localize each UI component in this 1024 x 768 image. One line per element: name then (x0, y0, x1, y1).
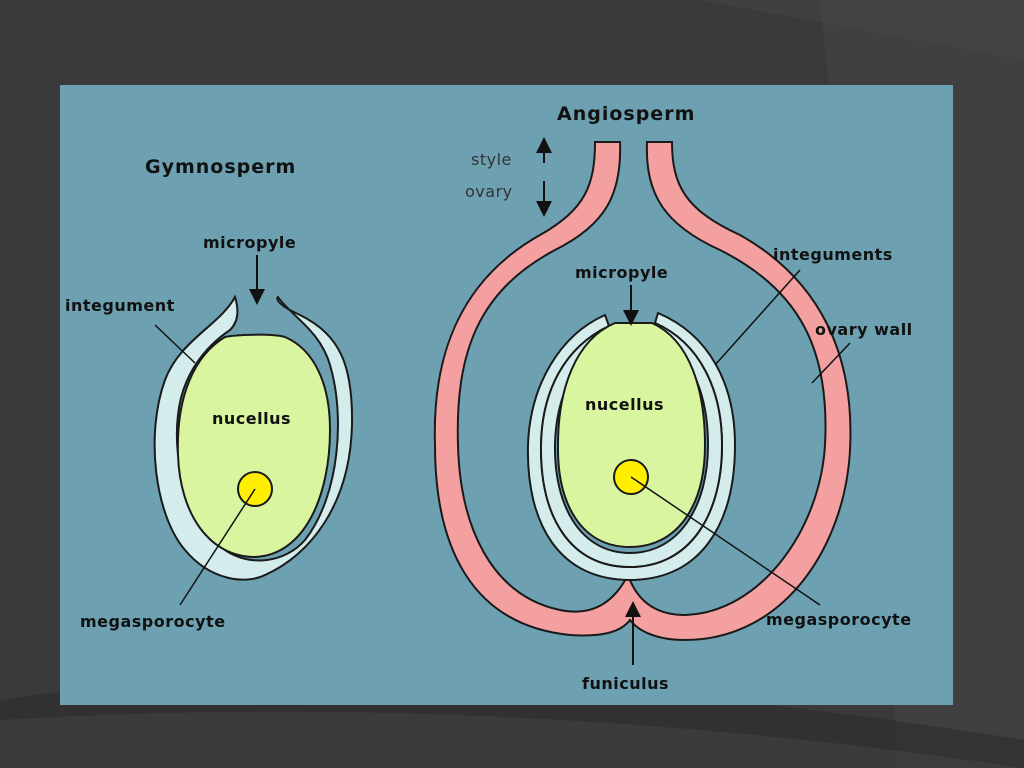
gymnosperm-integument-pointer (154, 324, 196, 364)
angiosperm-diagram: Angiosperm style ovary micropyle integum… (433, 103, 913, 693)
angiosperm-megasporocyte-pointer (630, 476, 821, 606)
gymnosperm-megasporocyte-pointer (179, 488, 256, 606)
angiosperm-ovary-label: ovary (465, 182, 513, 201)
angiosperm-megasporocyte-label: megasporocyte (766, 610, 912, 629)
angiosperm-micropyle-label: micropyle (575, 263, 668, 282)
gymnosperm-nucellus-label: nucellus (212, 409, 291, 428)
angiosperm-inner-integument-shape (539, 321, 724, 569)
ovule-diagram: Gymnosperm micropyle integument nucellus… (65, 103, 913, 693)
gymnosperm-integument-label: integument (65, 296, 175, 315)
angiosperm-title: Angiosperm (557, 103, 695, 125)
angiosperm-ovary-wall-pointer (811, 342, 851, 384)
angiosperm-nucellus-shape (556, 322, 707, 549)
angiosperm-ovary-wall-shape (433, 141, 852, 642)
angiosperm-integuments-label: integuments (773, 245, 893, 264)
gymnosperm-megasporocyte-label: megasporocyte (80, 612, 226, 631)
gymnosperm-title: Gymnosperm (145, 156, 296, 178)
angiosperm-funiculus-label: funiculus (582, 674, 669, 693)
angiosperm-nucellus-label: nucellus (585, 395, 664, 414)
gymnosperm-nucellus-shape (176, 333, 332, 559)
diagram-panel: Gymnosperm micropyle integument nucellus… (60, 85, 953, 705)
angiosperm-integuments-pointer (714, 269, 801, 366)
gymnosperm-micropyle-label: micropyle (203, 233, 296, 252)
angiosperm-style-label: style (471, 150, 512, 169)
gymnosperm-diagram: Gymnosperm micropyle integument nucellus… (65, 156, 354, 631)
angiosperm-ovary-wall-label: ovary wall (815, 320, 913, 339)
